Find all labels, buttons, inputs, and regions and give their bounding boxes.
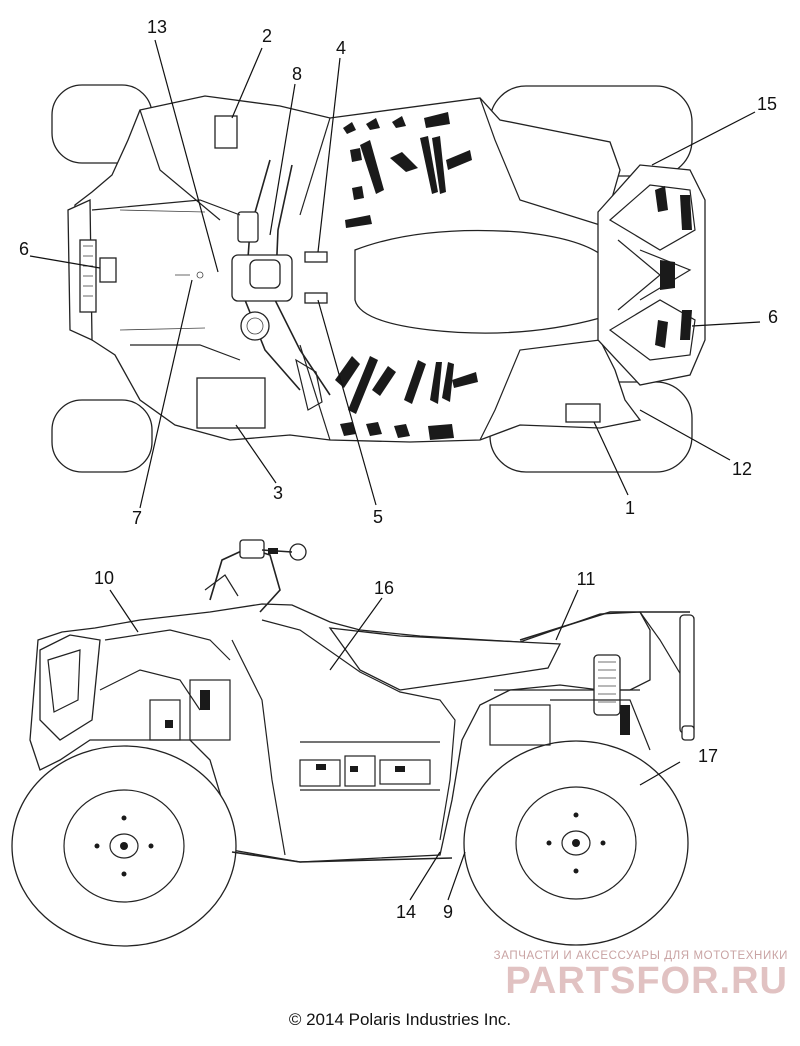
rear-shock: [593, 654, 621, 716]
callout-labels: 13 2 8 4 15 6 6 12 1 3 7 5 10 16 11 17 1…: [19, 17, 778, 922]
decal-4: [304, 251, 328, 263]
callout-7: 7: [132, 508, 142, 528]
callout-8: 8: [292, 64, 302, 84]
fuel-cap: [240, 311, 270, 341]
decal-6-front: [99, 257, 117, 283]
callout-14: 14: [396, 902, 416, 922]
callout-4: 4: [336, 38, 346, 58]
rear-rack-side: [489, 611, 695, 751]
callout-13: 13: [147, 17, 167, 37]
callout-10: 10: [94, 568, 114, 588]
callout-6-rear: 6: [768, 307, 778, 327]
callout-11: 11: [577, 569, 596, 589]
callout-3: 3: [273, 483, 283, 503]
atv-side-view: [11, 539, 695, 947]
decal-2: [214, 115, 238, 149]
callout-2: 2: [262, 26, 272, 46]
rear-rack: [597, 164, 706, 386]
callout-12: 12: [732, 459, 752, 479]
seat: [354, 229, 617, 334]
leader-lines: [29, 39, 761, 901]
handlebar: [204, 539, 307, 613]
stripe-graphic-upper: [343, 112, 472, 228]
atv-top-view: [51, 84, 706, 473]
callout-15: 15: [757, 94, 777, 114]
front-right-wheel: [51, 399, 153, 473]
engine-details: [99, 669, 431, 787]
watermark-logo: PARTSFOR.RU: [505, 960, 788, 1002]
watermark-tagline: ЗАПЧАСТИ И АКСЕССУАРЫ ДЛЯ МОТОТЕХНИКИ: [493, 950, 788, 962]
decal-3: [196, 377, 266, 429]
callout-9: 9: [443, 902, 453, 922]
decal-1: [565, 403, 601, 423]
side-seat: [328, 627, 562, 691]
copyright-notice: © 2014 Polaris Industries Inc.: [288, 1010, 512, 1029]
callout-5: 5: [373, 507, 383, 527]
callout-17: 17: [698, 746, 718, 766]
decal-5: [304, 292, 328, 304]
callout-16: 16: [374, 578, 394, 598]
callout-6-front: 6: [19, 239, 29, 259]
front-fender: [39, 634, 101, 741]
callout-1: 1: [625, 498, 635, 518]
